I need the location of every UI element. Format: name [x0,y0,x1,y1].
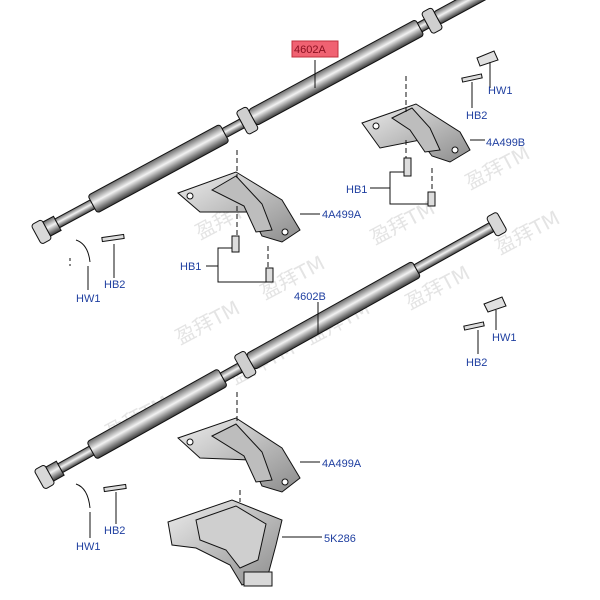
callout-hb1[interactable]: HB1 [180,261,201,273]
bracket-upper-front [177,171,301,243]
callout-hw1[interactable]: HW1 [492,332,516,344]
callout-4a499b[interactable]: 4A499B [486,137,525,149]
hw1-clip [75,239,91,263]
heat-shield [167,499,283,587]
hb1-bolt [265,267,274,283]
fasteners-lower [75,296,507,509]
hb1-bolt [403,157,412,177]
bracket-upper-rear [361,103,471,163]
callout-hw1[interactable]: HW1 [76,293,100,305]
hb2-bolt [103,483,127,493]
callout-4602a[interactable]: 4602A [294,44,326,56]
hw1-clip [483,296,507,313]
callout-hb2[interactable]: HB2 [104,525,125,537]
callout-hb2[interactable]: HB2 [104,279,125,291]
hb2-bolt [461,73,483,83]
fasteners-upper [75,50,499,283]
propeller-shaft-upper [31,0,520,244]
callout-hb1[interactable]: HB1 [346,184,367,196]
hw1-clip [75,483,91,509]
callout-4a499a[interactable]: 4A499A [322,209,362,221]
callout-4a499a[interactable]: 4A499A [322,458,362,470]
hb2-bolt [101,233,125,243]
callout-4602b[interactable]: 4602B [294,291,326,303]
callout-hw1[interactable]: HW1 [488,85,512,97]
hw1-clip [476,50,499,67]
hb1-bolt [231,235,240,253]
callout-labels: 4602A HW1 HB2 4A499B HB1 4A499A HB1 HB2 … [76,40,525,553]
hb2-bolt [463,321,485,331]
propeller-shaft-lower [34,212,507,489]
bracket-lower [177,417,301,493]
watermark: 盈拜TM [171,296,244,350]
callout-hw1[interactable]: HW1 [76,541,100,553]
leader-lines [69,60,497,538]
hb1-bolt [427,191,436,207]
callout-hb2[interactable]: HB2 [466,110,487,122]
callout-hb2[interactable]: HB2 [466,357,487,369]
highlight-box [291,40,339,58]
callout-5k286[interactable]: 5K286 [324,533,356,545]
